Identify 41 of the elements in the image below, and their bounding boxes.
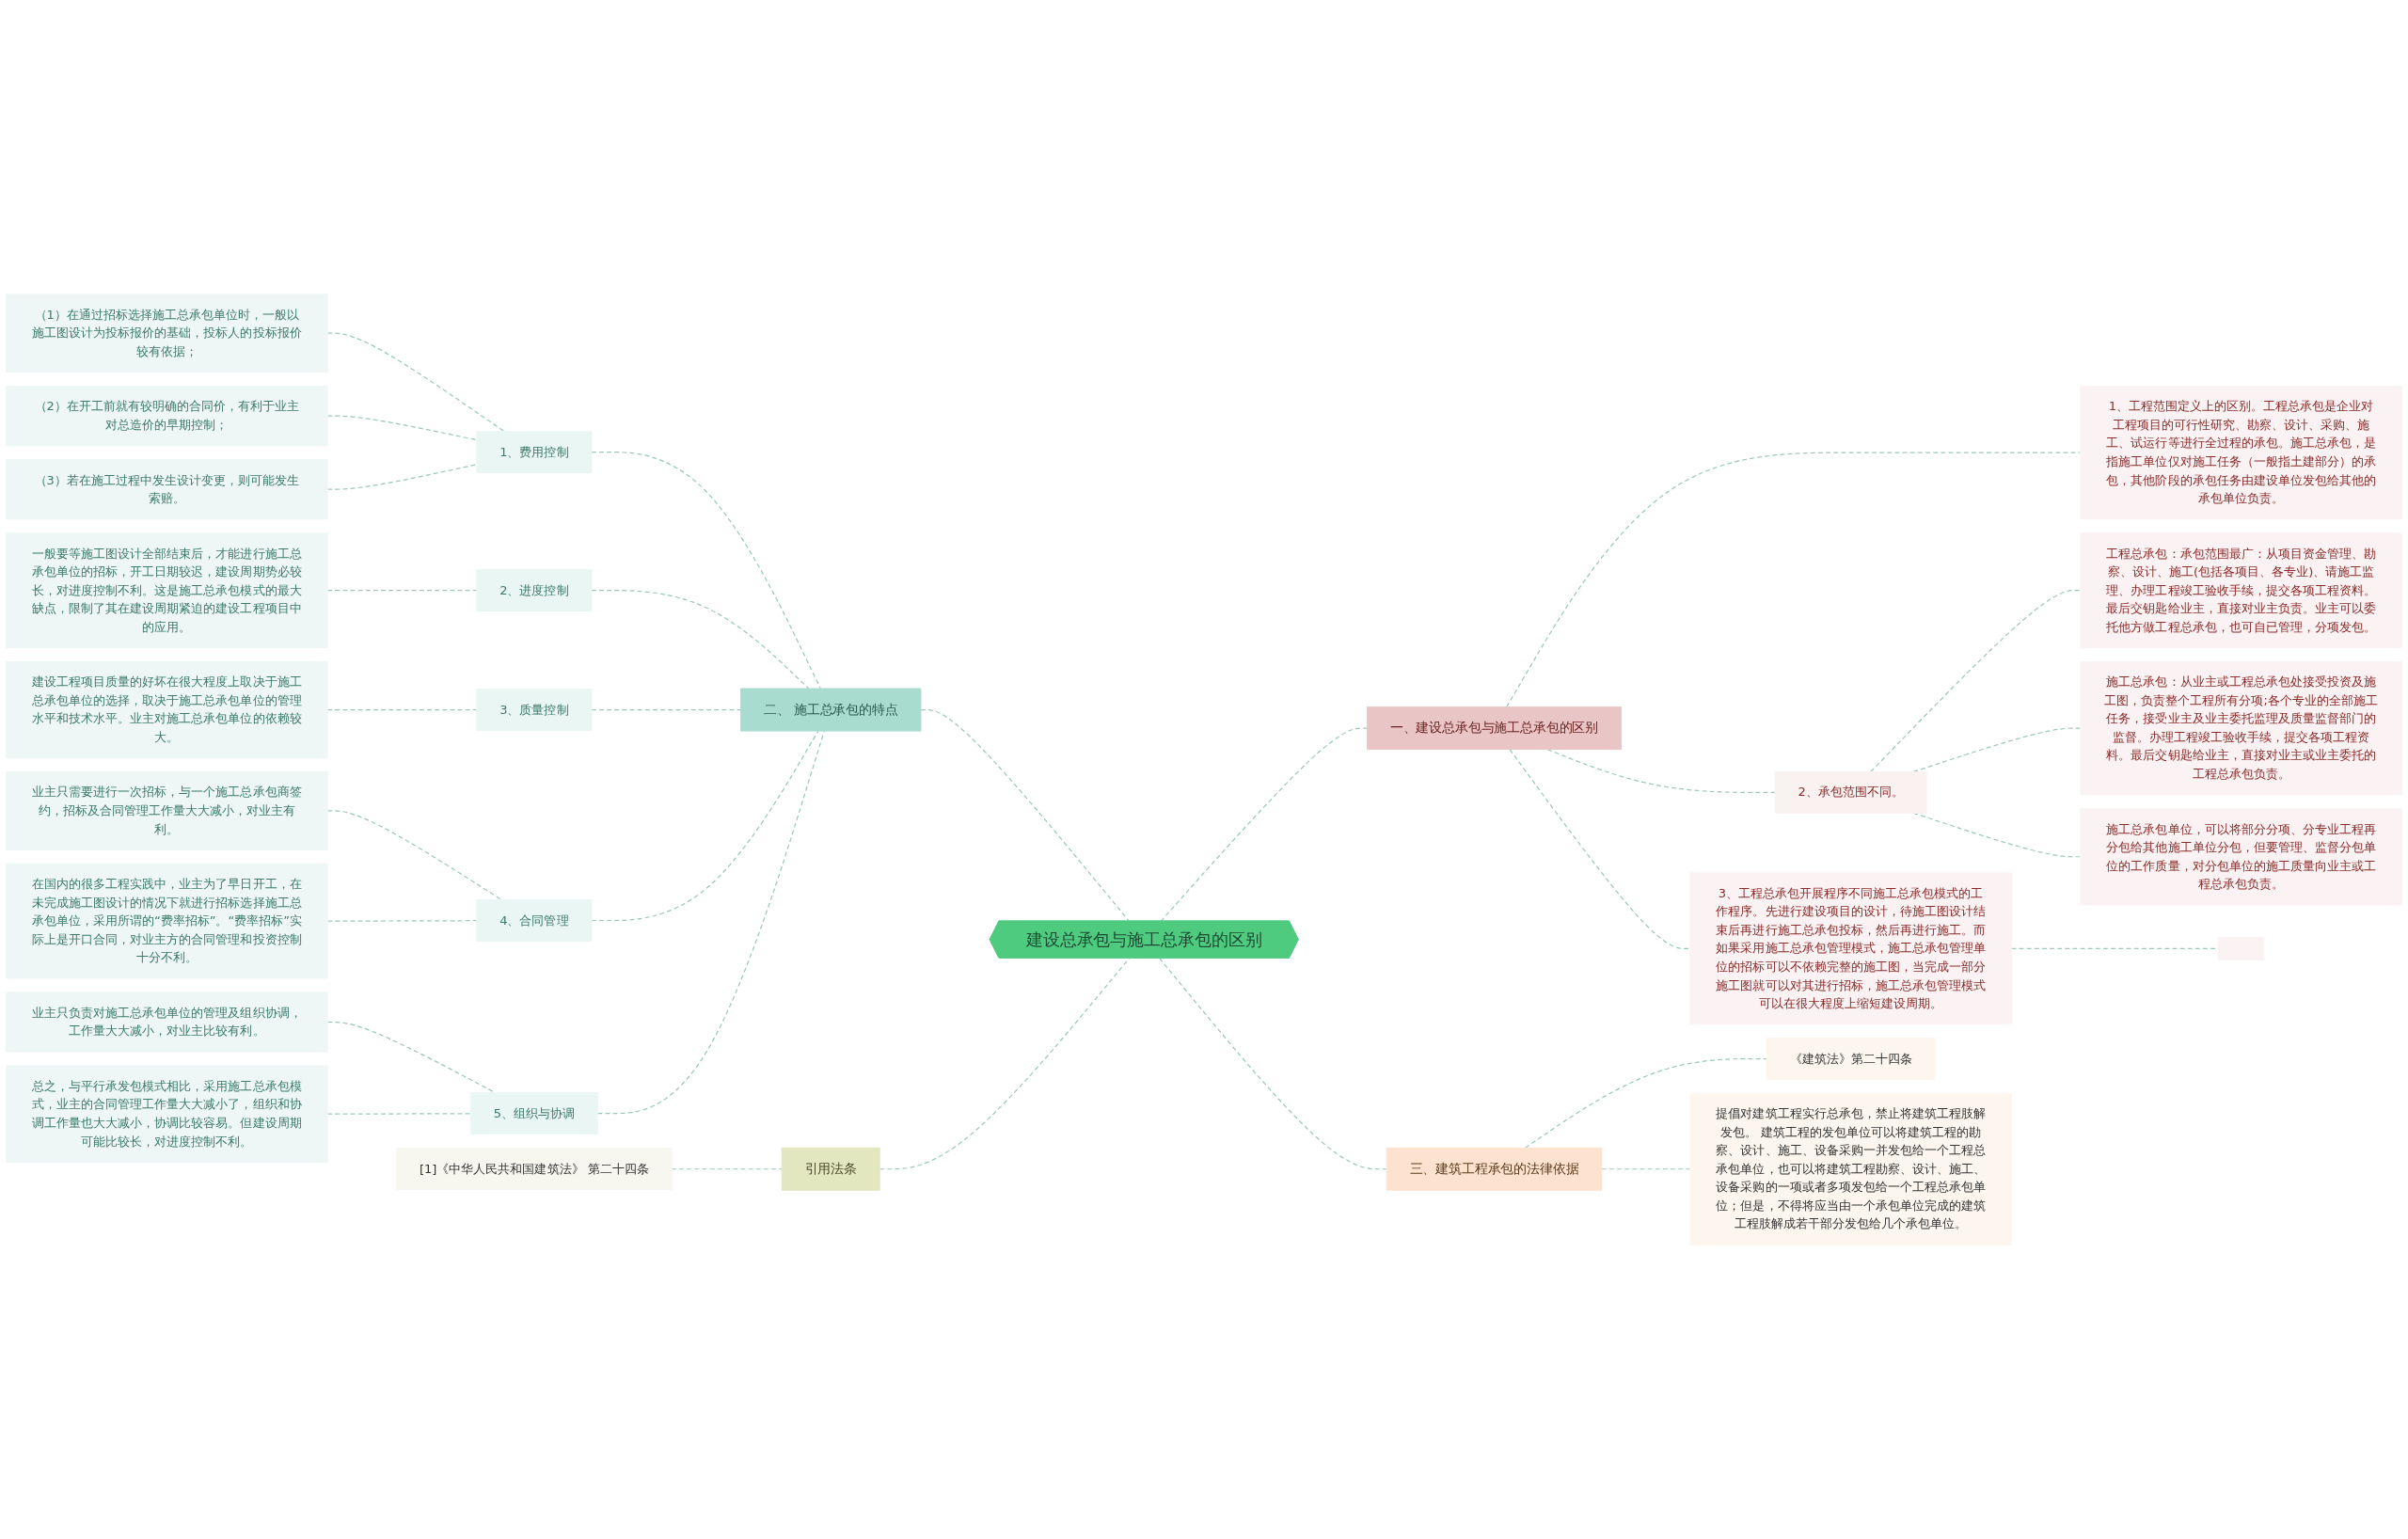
connector	[326, 332, 505, 433]
connector	[1506, 452, 2082, 708]
node-box: 1、费用控制	[476, 431, 593, 473]
node-box: 施工总承包单位，可以将部分分项、分专业工程再分包给其他施工单位分包，但要管理、监督分包单位的工作质量，对分包单位的施工质量向业主或工程总承包负责。	[2080, 808, 2402, 906]
node-box: 《建筑法》第二十四条	[1766, 1038, 1936, 1080]
node-box: 4、合同管理	[476, 899, 593, 942]
node-box: 5、组织与协调	[469, 1092, 598, 1134]
node-box: 2、进度控制	[476, 569, 593, 611]
node-box: 建设工程项目质量的好坏在很大程度上取决于施工总承包单位的选择，取决于施工总承包单位的管理水平和技术水平。业主对施工总承包单位的依赖较大。	[6, 660, 328, 759]
connector	[591, 590, 810, 690]
node-box: 3、质量控制	[476, 689, 593, 731]
connector	[1870, 590, 2082, 773]
node-box: 二、 施工总承包的特点	[740, 688, 922, 732]
connector	[1160, 727, 1368, 923]
node-box: 2、承包范围不同。	[1774, 771, 1927, 814]
node-box: 引用法条	[781, 1147, 880, 1191]
node-box: 一般要等施工图设计全部结束后，才能进行施工总承包单位的招标，开工日期较迟，建设周期势必较长，对进度控制不利。这是施工总承包模式的最大缺点，限制了其在建设周期紧迫的建设工程项目中的应用。	[6, 532, 328, 649]
connector	[671, 1168, 783, 1170]
node-box: [1]《中华人民共和国建筑法》 第二十四条	[396, 1148, 673, 1191]
node-box: 工程总承包：承包范围最广：从项目资金管理、勘察、设计、施工(包括各项目、各专业)、请施工监理、办理工程竣工验收手续，提交各项工程资料。最后交钥匙给业主，直接对业主负责。业主可以委托他方做工程总承包，也可自已管理，分项发包。	[2080, 532, 2402, 649]
connector	[326, 1113, 471, 1115]
node-box: 一、建设总承包与施工总承包的区别	[1367, 706, 1622, 751]
node-box: 业主只需要进行一次招标，与一个施工总承包商签约，招标及合同管理工作量大大减小，对业主有利。	[6, 771, 328, 850]
node-box: 提倡对建筑工程实行总承包，禁止将建筑工程肢解发包。 建筑工程的发包单位可以将建筑工程的勘察、设计、施工、设备采购一并发包给一个工程总承包单位，也可以将建筑工程勘察、设计、施工、设备采购的一项或者多项发包给一个工程总承包单位；但是，不得将应当由一个承包单位完成的建筑工程肢解成若干部分发包给几个承包单位。	[1689, 1092, 2012, 1245]
node-box: 三、建筑工程承包的法律依据	[1386, 1147, 1603, 1191]
connector	[591, 730, 819, 922]
node-box: 施工总承包：从业主或工程总承包处接受投资及施工图，负责整个工程所有分项;各个专业的全部施工任务，接受业主及业主委托监理及质量监督部门的监督。办理工程竣工验收手续，提交各项工程资料。最后交钥匙给业主，直接对业主或业主委托的工程总承包负责。	[2080, 660, 2402, 796]
node-box: 1、工程范围定义上的区别。工程总承包是企业对工程项目的可行性研究、勘察、设计、采购、施工、试运行等进行全过程的承包。施工总承包，是指施工单位仅对施工任务（一般指土建部分）的承包，其他阶段的承包任务由建设单位发包给其他的承包单位负责。	[2080, 385, 2402, 520]
node-box: （1）在通过招标选择施工总承包单位时，一般以施工图设计为投标报价的基础，投标人的投标报价较有依据；	[6, 294, 328, 373]
node-box: 总之，与平行承发包模式相比，采用施工总承包模式，业主的合同管理工作量大大减小了，组织和协调工作量也大大减小，协调比较容易。但建设周期可能比较长，对进度控制不利。	[6, 1065, 328, 1163]
node-box: 在国内的很多工程实践中，业主为了早日开工，在未完成施工图设计的情况下就进行招标选择施工总承包单位，采用所谓的“费率招标”。“费率招标”实际上是开口合同，对业主方的合同管理和投资控制十分不利。	[6, 863, 328, 979]
node-box: 业主只负责对施工总承包单位的管理及组织协调，工作量大大减小，对业主比较有利。	[6, 992, 328, 1053]
node-box: （3）若在施工过程中发生设计变更，则可能发生索赔。	[6, 459, 328, 520]
connector	[326, 1021, 496, 1094]
connector	[1509, 749, 1691, 949]
connector	[1159, 957, 1387, 1170]
node-box: 3、工程总承包开展程序不同施工总承包模式的工作程序。先进行建设项目的设计，待施工图设计结束后再进行施工总承包投标，然后再进行施工。而如果采用施工总承包管理模式，施工总承包管理单位的招标可以不依赖完整的施工图，当完成一部分施工图就可以对其进行招标，施工总承包管理模式可以在很大程度上缩短建设周期。	[1689, 872, 2012, 1025]
node-box: （2）在开工前就有较明确的合同价，有利于业主对总造价的早期控制；	[6, 385, 328, 447]
connector	[1601, 1168, 1691, 1170]
connector	[591, 451, 821, 690]
connector	[1546, 749, 1776, 793]
